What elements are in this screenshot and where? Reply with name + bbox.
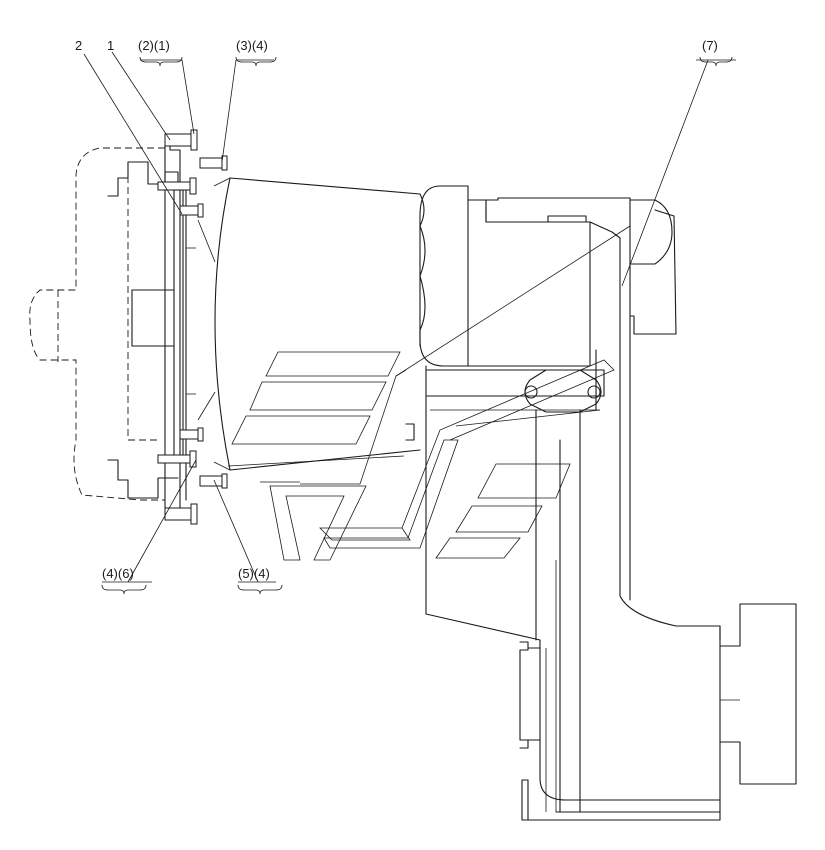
callout-7: (7) <box>702 38 718 53</box>
view-panels <box>227 225 631 561</box>
callout-2: 2 <box>75 38 82 53</box>
bolt-set-flange <box>157 129 228 525</box>
transmission-housing <box>405 185 797 821</box>
bell-housing <box>197 177 426 471</box>
callout-4-6: (4)(6) <box>102 566 134 581</box>
callout-5-4: (5)(4) <box>238 566 270 581</box>
flywheel-housing <box>107 143 200 509</box>
callout-2-1: (2)(1) <box>138 38 170 53</box>
callout-3-4: (3)(4) <box>236 38 268 53</box>
leader-lines <box>83 51 736 583</box>
callout-1: 1 <box>107 38 114 53</box>
callout-braces <box>101 56 733 595</box>
callout-labels: 2 1 (2)(1) (3)(4) (7) (4)(6) (5)(4) <box>75 38 718 581</box>
engine-outline <box>29 147 165 501</box>
